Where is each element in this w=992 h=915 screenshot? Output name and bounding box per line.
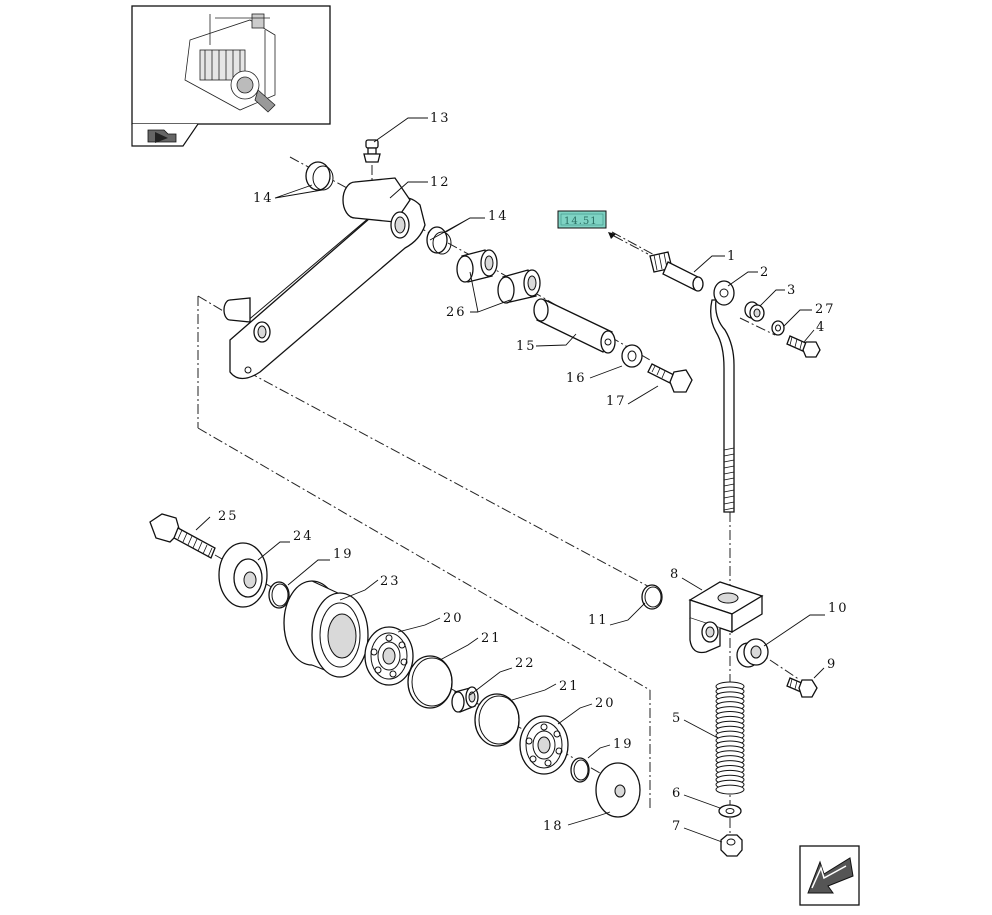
callout-8: 8	[670, 567, 680, 582]
reference-link-14-51[interactable]: 14.51	[557, 210, 649, 255]
part-27-washer	[771, 320, 785, 336]
callout-1: 1	[727, 249, 737, 264]
callout-14-left: 14	[253, 191, 274, 206]
rod-thread	[723, 447, 735, 511]
part-11-o-ring	[641, 584, 663, 610]
callout-15: 15	[516, 339, 537, 354]
callout-21-bottom: 21	[559, 679, 580, 694]
part-8-bracket	[688, 581, 764, 654]
callout-25: 25	[218, 509, 239, 524]
callout-2: 2	[760, 265, 770, 280]
callout-14-right: 14	[488, 209, 509, 224]
leader-lines	[195, 117, 825, 843]
part-7-nut	[720, 834, 743, 857]
callout-27: 27	[815, 302, 836, 317]
callout-19-left: 19	[333, 547, 354, 562]
part-12-lever-arm	[223, 177, 426, 380]
part-15-shaft	[533, 298, 616, 354]
part-4-screw	[786, 335, 821, 358]
part-19-circlip-left	[268, 581, 290, 609]
part-18-end-washer	[595, 762, 641, 818]
machine-overview-thumbnail-icon	[184, 13, 276, 113]
part-20-bearing-left	[364, 626, 414, 686]
callout-26: 26	[446, 305, 467, 320]
part-13-grease-nipple	[363, 139, 381, 163]
callout-23: 23	[380, 574, 401, 589]
part-17-bolt	[647, 363, 693, 393]
callout-21-top: 21	[481, 631, 502, 646]
book-arrow-icon	[147, 129, 177, 143]
callout-22: 22	[515, 656, 536, 671]
part-21-circlip-a	[407, 655, 453, 709]
callout-17: 17	[606, 394, 627, 409]
callout-20-right: 20	[595, 696, 616, 711]
part-6-washer	[718, 804, 742, 818]
part-16-washer	[621, 344, 643, 368]
previous-page-arrow-icon	[807, 857, 854, 894]
callout-9: 9	[827, 657, 837, 672]
part-23-roller	[283, 580, 369, 678]
callout-16: 16	[566, 371, 587, 386]
callout-7: 7	[672, 819, 682, 834]
overview-thumbnail[interactable]	[131, 5, 331, 147]
callout-10: 10	[828, 601, 849, 616]
part-14-circlip-left	[305, 161, 334, 191]
callout-4: 4	[816, 320, 826, 335]
part-1-threaded-stud	[649, 251, 704, 292]
part-10-bushing	[736, 638, 769, 668]
part-24-flange-washer	[218, 542, 268, 608]
part-19-circlip-right	[570, 757, 590, 783]
callout-12: 12	[430, 175, 451, 190]
part-3-spacer	[744, 301, 765, 322]
callout-11: 11	[588, 613, 609, 628]
part-26-bushing-a	[456, 249, 498, 283]
callout-19-right: 19	[613, 737, 634, 752]
part-25-bolt	[149, 513, 216, 559]
callout-3: 3	[787, 283, 797, 298]
part-2-tension-rod	[710, 280, 735, 513]
callout-24: 24	[293, 529, 314, 544]
spring-coil	[715, 784, 745, 795]
part-22-spacer	[451, 686, 479, 713]
callout-18: 18	[543, 819, 564, 834]
part-21-circlip-b	[474, 693, 520, 747]
callout-5: 5	[672, 711, 682, 726]
callout-13: 13	[430, 111, 451, 126]
reference-tag-text: 14.51	[564, 216, 598, 227]
part-20-bearing-right	[519, 715, 569, 775]
part-5-compression-spring	[715, 681, 745, 795]
previous-page-button[interactable]	[799, 845, 860, 906]
callout-labels: 13 12 14 14 26 15 16 17 1 2 3 27 4 8 11 …	[218, 111, 849, 834]
callout-20-left: 20	[443, 611, 464, 626]
part-26-bushing-b	[497, 269, 541, 304]
part-9-screw	[786, 677, 818, 698]
callout-6: 6	[672, 786, 682, 801]
